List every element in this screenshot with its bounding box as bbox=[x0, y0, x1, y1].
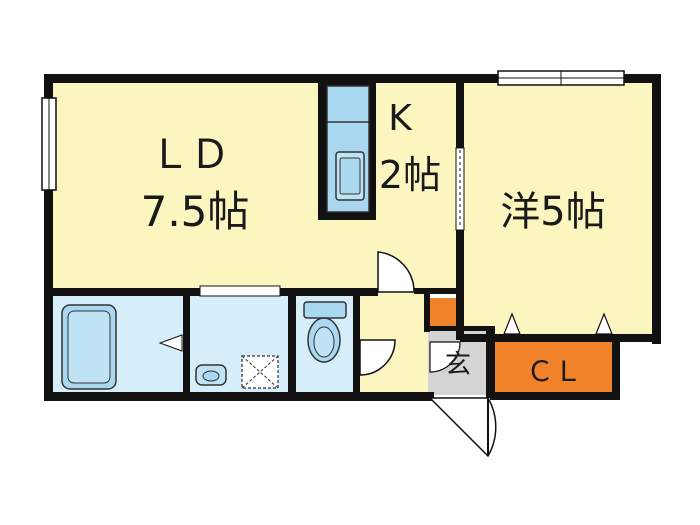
door-swing-icon bbox=[429, 341, 461, 373]
closet-door-marks bbox=[503, 312, 613, 335]
door-swing-icon bbox=[359, 339, 396, 376]
washer-pan-icon bbox=[241, 355, 279, 389]
closet-floor bbox=[495, 338, 613, 393]
window-icon bbox=[41, 97, 57, 191]
shoe-box bbox=[428, 298, 458, 328]
kitchen-label-line2: 2帖 bbox=[379, 153, 441, 197]
kitchen-counter bbox=[318, 80, 376, 220]
western-room-label: 洋5帖 bbox=[500, 189, 605, 235]
toilet-icon bbox=[303, 301, 347, 363]
bath-door bbox=[158, 334, 183, 352]
sink-icon bbox=[195, 364, 227, 386]
closet-label: ＣＬ bbox=[526, 355, 582, 388]
ld-label-line1: ＬＤ bbox=[150, 132, 230, 178]
walls bbox=[44, 74, 661, 401]
ld-label-line2: 7.5帖 bbox=[141, 187, 250, 236]
sliding-door bbox=[455, 147, 465, 231]
kitchen-sink-icon bbox=[335, 151, 365, 201]
kitchen-label-line1: K bbox=[388, 98, 413, 139]
door-swing-icon bbox=[428, 397, 497, 458]
western-room-floor bbox=[460, 80, 655, 338]
window-icon bbox=[199, 285, 281, 297]
window-icon bbox=[497, 70, 625, 86]
bathtub-icon bbox=[61, 304, 117, 390]
door-swing-icon bbox=[377, 251, 415, 293]
floors bbox=[50, 80, 655, 395]
entrance-label: 玄 bbox=[445, 350, 471, 380]
